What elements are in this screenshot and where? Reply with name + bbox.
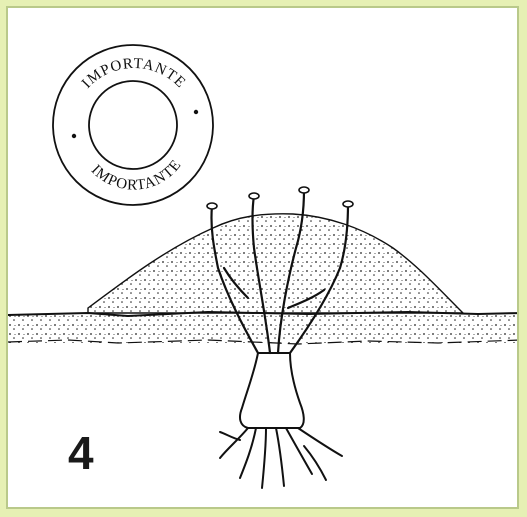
plant-roots: [220, 428, 342, 488]
step-number: 4: [68, 430, 94, 476]
plant-trunk: [240, 353, 304, 428]
illustration-panel: IMPORTANTE IMPORTANTE: [6, 6, 519, 509]
soil-mound: [88, 214, 463, 313]
stem-tips: [207, 187, 353, 209]
ground-band: [8, 313, 519, 343]
